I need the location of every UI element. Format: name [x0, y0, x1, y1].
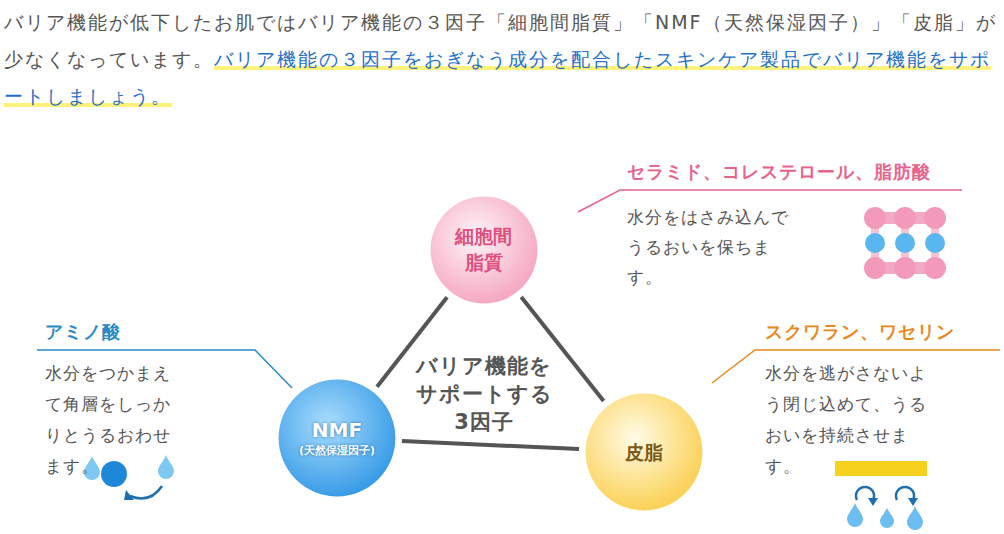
- circle-fill: [586, 394, 703, 511]
- curved-arrow: [130, 486, 162, 498]
- callout-heading: アミノ酸: [45, 320, 121, 344]
- arrow-head: [868, 498, 878, 506]
- lipid-circle: 細胞間脂質: [430, 196, 538, 304]
- water-bead: [895, 233, 915, 253]
- sebum-illustration: [835, 461, 927, 530]
- center-title: バリア機能をサポートする3因子: [409, 352, 559, 436]
- amino-ball: [101, 461, 127, 487]
- callout-body: 水分を逃がさないよう閉じ込めて、うるおいを持続させます。: [765, 358, 942, 482]
- water-drop: [907, 506, 923, 530]
- triangle-connector: [402, 441, 579, 449]
- water-drop: [880, 508, 894, 528]
- arrow-head: [908, 498, 918, 506]
- callout-heading: セラミド、コレステロール、脂肪酸: [627, 160, 931, 184]
- sebum-circle: 皮脂: [585, 393, 703, 511]
- water-drop: [158, 455, 174, 479]
- circle-text-box: 皮脂: [585, 393, 703, 511]
- circle-text-box: NMF(天然保湿因子): [278, 379, 396, 497]
- lipid-illustration: [864, 207, 946, 279]
- node-title: 細胞間脂質: [454, 224, 515, 275]
- lipid-bead: [894, 207, 916, 229]
- lipid-bead: [864, 207, 886, 229]
- node-title: NMF: [312, 417, 362, 443]
- water-bead: [925, 233, 945, 253]
- nmf-circle: NMF(天然保湿因子): [278, 379, 396, 497]
- sebum-film: [835, 461, 927, 476]
- callout-body: 水分をつかまえて角層をしっかりとうるおわせます。: [45, 358, 186, 482]
- circle-fill: [431, 197, 538, 304]
- circle-text-box: 細胞間脂質: [430, 196, 538, 304]
- callout-heading: スクワラン、ワセリン: [765, 320, 955, 344]
- lipid-bead: [864, 257, 886, 279]
- lipid-bead: [924, 257, 946, 279]
- circle-fill: [279, 380, 396, 497]
- arrow-head: [124, 490, 134, 500]
- water-bead: [865, 233, 885, 253]
- node-subtitle: (天然保湿因子): [299, 443, 375, 458]
- lipid-bead: [924, 207, 946, 229]
- intro-paragraph: バリア機能が低下したお肌ではバリア機能の３因子「細胞間脂質」「NMF（天然保湿因…: [4, 4, 1000, 115]
- water-drop: [847, 503, 863, 527]
- circle-shape: [430, 196, 538, 304]
- lipid-bead: [894, 257, 916, 279]
- node-title: 皮脂: [625, 440, 663, 465]
- callout-body: 水分をはさみ込んでうるおいを保ちます。: [627, 202, 802, 292]
